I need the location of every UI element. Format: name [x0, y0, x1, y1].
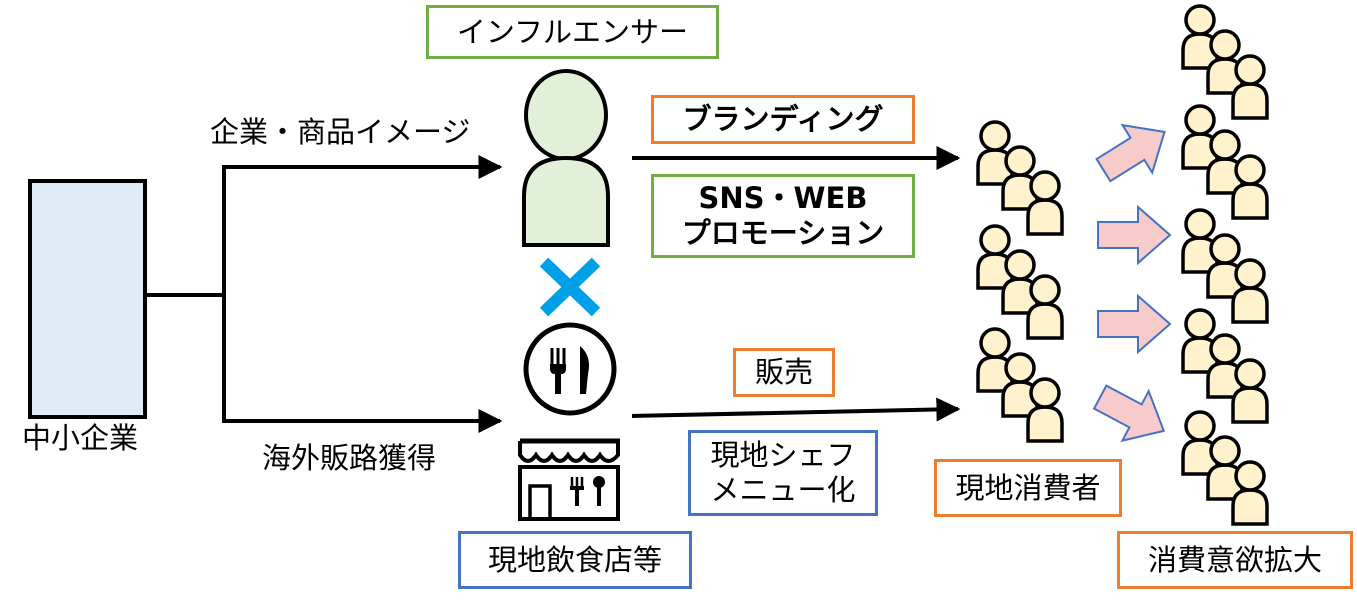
expanded-consumer-group — [1181, 410, 1269, 526]
person-head — [1184, 104, 1216, 136]
crowd-icon — [976, 4, 1269, 526]
block-arrow — [1097, 204, 1172, 266]
sales-box: 販売 — [733, 348, 835, 397]
consumer-group — [976, 120, 1064, 236]
person-head — [1184, 208, 1216, 240]
expanded-consumer-group — [1181, 308, 1269, 424]
person-head — [1184, 4, 1216, 36]
person-head — [1234, 358, 1266, 390]
influencer-label: インフルエンサー — [456, 14, 689, 49]
upper-branch-label: 企業・商品イメージ — [210, 115, 471, 149]
person-body — [1026, 405, 1064, 443]
expanded-consumer-group — [1181, 4, 1269, 120]
person-head — [1029, 170, 1061, 202]
chef-menu-box: 現地シェフ メニュー化 — [688, 430, 878, 516]
person-head — [1209, 233, 1241, 265]
person-head — [1029, 377, 1061, 409]
person-head — [979, 120, 1011, 152]
expansion-label-box: 消費意欲拡大 — [1117, 531, 1353, 589]
expanded-consumer-group — [1181, 208, 1269, 324]
person-body — [1231, 286, 1269, 324]
person-body — [1231, 386, 1269, 424]
restaurant-label: 現地飲食店等 — [487, 542, 662, 577]
sales-label: 販売 — [754, 355, 813, 390]
fork-knife-icon — [523, 322, 617, 416]
storefront-icon — [518, 438, 620, 521]
block-arrow-icon — [1092, 123, 1172, 443]
company-label: 中小企業 — [22, 421, 139, 455]
chef-line1: 現地シェフ — [710, 438, 856, 473]
person-head — [1184, 410, 1216, 442]
person-head — [1209, 129, 1241, 161]
person-head — [1209, 29, 1241, 61]
person-head — [1184, 308, 1216, 340]
branding-label: ブランディング — [682, 102, 884, 137]
person-icon — [522, 69, 610, 247]
person-head — [1234, 258, 1266, 290]
expansion-label: 消費意欲拡大 — [1147, 542, 1322, 577]
consumer-group — [976, 327, 1064, 443]
person-body — [1026, 198, 1064, 236]
person-head — [1004, 249, 1036, 281]
block-arrow — [1095, 123, 1166, 183]
promotion-line1: SNS・WEB — [698, 181, 868, 216]
restaurant-label-box: 現地飲食店等 — [458, 531, 692, 589]
person-body — [1026, 302, 1064, 340]
influencer-label-box: インフルエンサー — [426, 5, 719, 59]
promotion-line2: プロモーション — [681, 216, 885, 250]
block-arrow — [1097, 293, 1172, 355]
person-head — [979, 327, 1011, 359]
person-body — [1231, 182, 1269, 220]
person-head — [1029, 274, 1061, 306]
person-body — [1231, 488, 1269, 526]
consumer-group — [976, 224, 1064, 340]
expanded-consumer-group — [1181, 104, 1269, 220]
sales-arrow — [631, 397, 961, 422]
person-head — [1209, 333, 1241, 365]
lower-branch-label: 海外販路獲得 — [262, 441, 437, 475]
person-head — [1234, 460, 1266, 492]
person-body — [1231, 82, 1269, 120]
person-head — [1209, 435, 1241, 467]
person-head — [1234, 154, 1266, 186]
person-head — [1004, 145, 1036, 177]
chef-line2: メニュー化 — [710, 473, 856, 507]
block-arrow — [1092, 384, 1166, 443]
branding-box: ブランディング — [651, 95, 915, 144]
person-head — [1234, 54, 1266, 86]
cross-icon — [539, 257, 601, 317]
promotion-box: SNS・WEB プロモーション — [651, 174, 915, 258]
consumers-label-box: 現地消費者 — [934, 459, 1122, 517]
company-box — [28, 179, 147, 419]
person-head — [979, 224, 1011, 256]
person-head — [1004, 352, 1036, 384]
consumers-label: 現地消費者 — [955, 470, 1101, 505]
